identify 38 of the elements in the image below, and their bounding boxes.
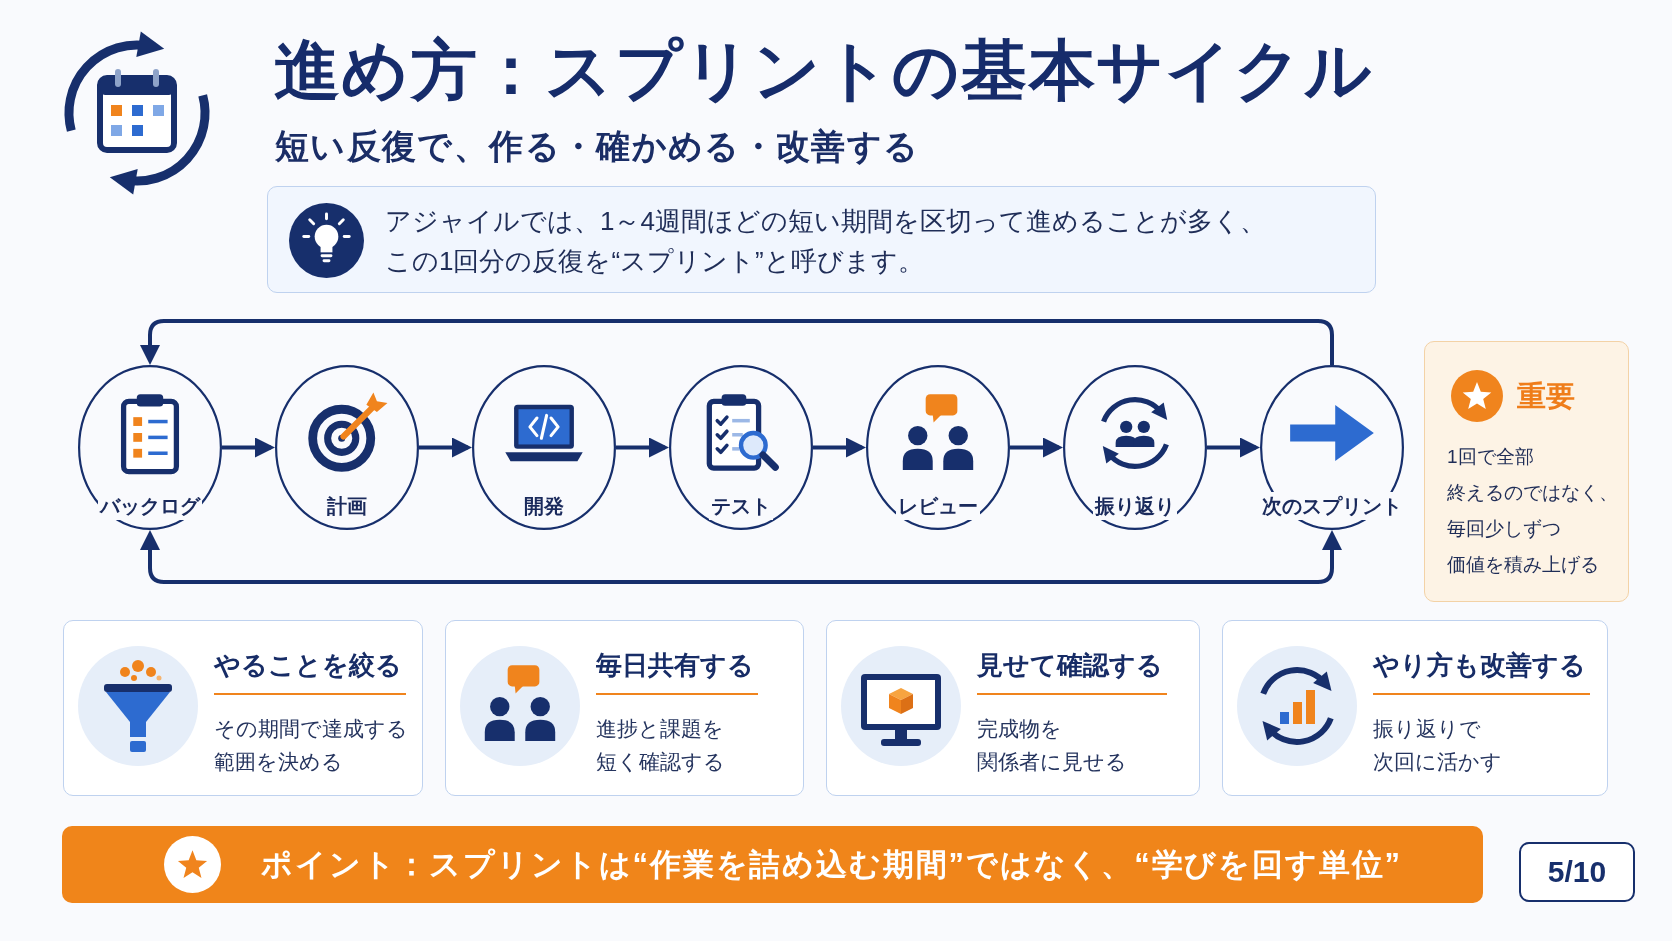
- info-card: [63, 620, 423, 796]
- step-label: 振り返り: [1093, 492, 1177, 520]
- loop-arrow: [140, 319, 1334, 365]
- panel-heading: 重要: [1517, 379, 1575, 414]
- card-title: やり方も改善する: [1373, 649, 1587, 681]
- arrow: [222, 437, 275, 458]
- info-card: [445, 620, 804, 796]
- card-text: 完成物を関係者に見せる: [977, 716, 1128, 775]
- step-circle: [866, 365, 1010, 530]
- point-banner: [62, 826, 1483, 903]
- page-number: 5/10: [1519, 842, 1635, 902]
- loop-arrow: [140, 530, 1342, 584]
- step-circle: [275, 365, 419, 530]
- arrow: [813, 437, 866, 458]
- step-circle: [1063, 365, 1207, 530]
- step-circle: [472, 365, 616, 530]
- note-panel: [1424, 341, 1629, 602]
- arrow: [1010, 437, 1063, 458]
- card-title: 見せて確認する: [977, 649, 1164, 681]
- card-text: 進捗と課題を短く確認する: [596, 716, 726, 775]
- card-text: その期間で達成する範囲を決める: [214, 716, 409, 775]
- arrow: [1207, 437, 1260, 458]
- card-title: やることを絞る: [214, 649, 403, 681]
- card-title: 毎日共有する: [596, 649, 755, 681]
- arrow: [419, 437, 472, 458]
- panel-text: 1回で全部終えるのではなく、毎回少しずつ価値を積み上げる: [1447, 445, 1619, 577]
- card-text: 振り返りで次回に活かす: [1373, 716, 1503, 775]
- info-text: アジャイルでは、1～4週間ほどの短い期間を区切って進めることが多く、この1回分の反復を“スプリント”と呼びます。: [385, 205, 1267, 278]
- subtitle: 短い反復で、作る・確かめる・改善する: [275, 126, 920, 167]
- title: 進め方：スプリントの基本サイクル: [274, 32, 1374, 108]
- step-circle: [1260, 365, 1404, 530]
- step-circle: [669, 365, 813, 530]
- step-circle: [78, 365, 222, 530]
- info-card: [826, 620, 1200, 796]
- info-box: [267, 186, 1376, 293]
- arrow: [616, 437, 669, 458]
- banner-text: ポイント：スプリントは“作業を詰め込む期間”ではなく、“学びを回す単位”: [261, 845, 1402, 884]
- info-card: [1222, 620, 1608, 796]
